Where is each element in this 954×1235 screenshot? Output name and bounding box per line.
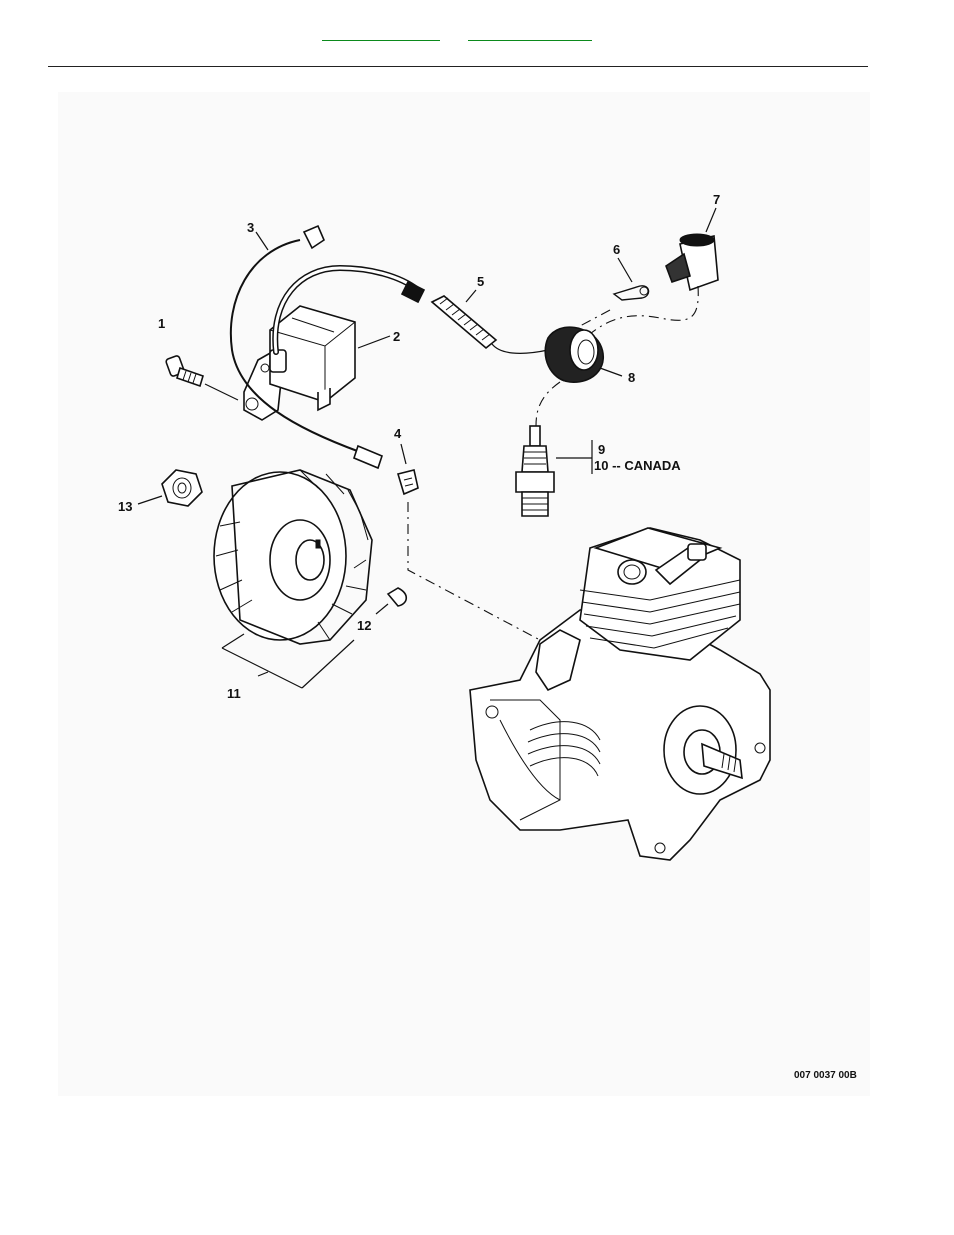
part-13-nut	[138, 470, 202, 506]
leader-7	[706, 208, 716, 232]
callout-2: 2	[393, 329, 400, 344]
callout-6: 6	[613, 242, 620, 257]
callout-12: 12	[357, 618, 371, 633]
part-11-flywheel	[214, 470, 372, 688]
callout-1: 1	[158, 316, 165, 331]
callout-9: 9	[598, 442, 605, 457]
leader-11c	[302, 640, 354, 688]
leader-6	[618, 258, 632, 282]
callout-13: 13	[118, 499, 132, 514]
leader-12	[376, 604, 388, 614]
callout-5: 5	[477, 274, 484, 289]
leader-11d	[258, 672, 268, 676]
callout-3: 3	[247, 220, 254, 235]
engine-assembly	[470, 528, 770, 860]
part-7-plug-boot	[666, 208, 718, 290]
leader-13	[138, 496, 162, 504]
part-9-spark-plug	[516, 426, 592, 516]
leader-4	[401, 444, 406, 464]
part-6-wire-clip	[614, 258, 649, 300]
leader-11a	[222, 634, 244, 648]
part-8-grommet	[545, 327, 622, 382]
callout-4: 4	[394, 426, 402, 441]
leader-8	[600, 368, 622, 376]
callout-7: 7	[713, 192, 720, 207]
callout-10: 10 -- CANADA	[594, 458, 681, 473]
part-5-spring	[432, 290, 548, 353]
callout-11: 11	[227, 686, 241, 701]
part-4-clip	[398, 444, 418, 494]
leader-1	[205, 384, 238, 400]
drawing-code: 007 0037 00B	[794, 1070, 857, 1081]
leader-2	[358, 336, 390, 348]
leader-3	[256, 232, 268, 250]
leader-5	[466, 290, 476, 302]
part-12-key	[376, 588, 406, 614]
part-1-screw	[165, 355, 238, 400]
callout-8: 8	[628, 370, 635, 385]
leader-11b	[222, 648, 302, 688]
